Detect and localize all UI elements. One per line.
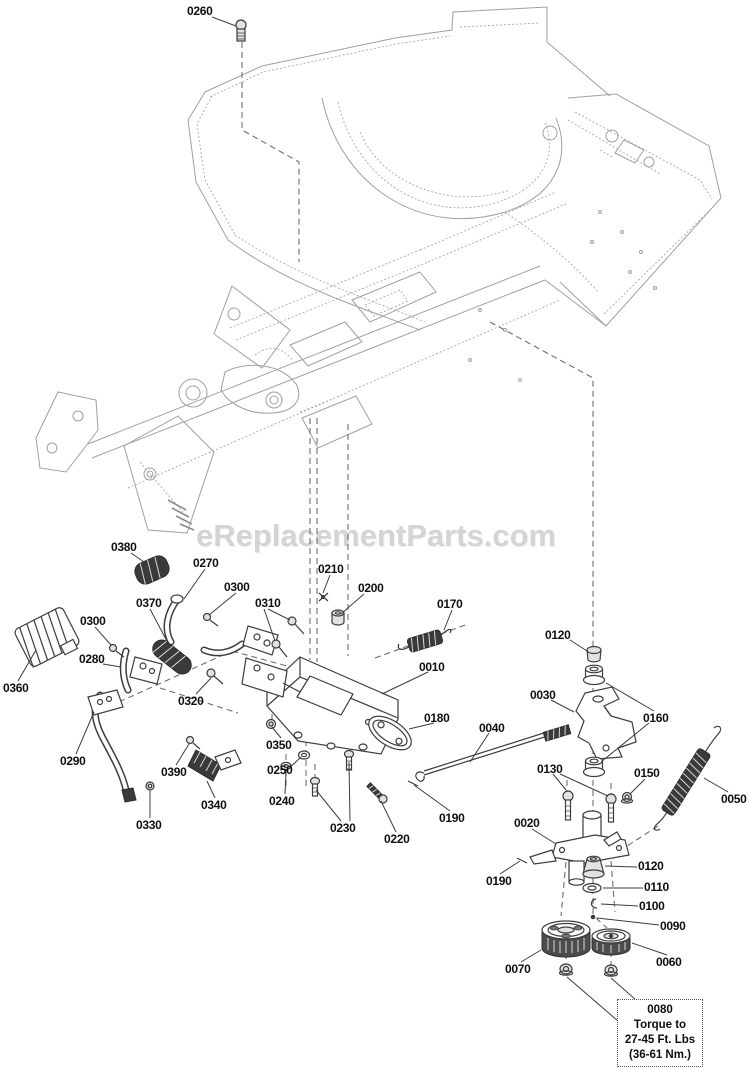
leader-line [340, 593, 365, 615]
leader-line [469, 732, 490, 763]
part-0200-bushing [331, 609, 345, 626]
construction-lines [109, 42, 659, 965]
part-0050-spring [653, 725, 722, 831]
leader-line [284, 771, 287, 795]
leader-line [94, 626, 112, 646]
leader-line [282, 756, 302, 775]
part-0340-bracket [187, 749, 242, 782]
leader-line [559, 773, 609, 797]
part-0190-pins [407, 780, 528, 864]
leader-line [408, 722, 435, 730]
leader-line [17, 649, 37, 682]
leader-line [380, 800, 397, 833]
torque-note-line: Torque to [633, 1019, 687, 1031]
torque-part-number: 0080 [647, 1004, 673, 1016]
leader-line [631, 942, 668, 956]
part-0080-flange-nuts [558, 963, 619, 977]
part-0270-lever [163, 594, 279, 657]
part-0310-screws [271, 616, 305, 658]
leader-line [130, 552, 148, 565]
leader-line [195, 677, 212, 695]
frame-rivet-dots [468, 210, 657, 382]
leader-line [348, 761, 351, 822]
leader-line [703, 777, 729, 793]
torque-note-box: 0080 Torque to 27-45 Ft. Lbs (36-61 Nm.) [617, 999, 703, 1067]
leader-line [183, 568, 206, 600]
part-0150-nut [620, 791, 634, 804]
leader-line [531, 828, 557, 845]
leader-lines-layer [17, 16, 729, 1022]
part-0280-lever [119, 647, 163, 694]
leader-line [208, 592, 237, 616]
part-0330-nut [145, 781, 155, 791]
part-0370-grip [151, 639, 192, 675]
part-0090-pin [590, 914, 596, 920]
part-0040-rod [415, 724, 572, 782]
torque-note-line: 27-45 Ft. Lbs [624, 1034, 696, 1046]
leader-line [75, 711, 95, 755]
leader-line [569, 639, 588, 652]
leader-line [381, 671, 429, 695]
leader-line [175, 743, 190, 766]
leader-line [605, 682, 655, 712]
part-0180-cam-plate [368, 715, 412, 751]
leader-line [566, 976, 619, 1022]
torque-note-line: (36-61 Nm.) [629, 1049, 691, 1061]
leader-line [552, 773, 567, 791]
part-0170-spring [397, 628, 452, 653]
leader-line [600, 722, 650, 763]
part-0130-bolts [562, 790, 617, 823]
part-0230-bolts [309, 749, 355, 797]
leader-line [211, 16, 237, 27]
leader-line [600, 903, 639, 907]
leader-line [149, 608, 170, 646]
part-0020-spindle-bracket [529, 810, 630, 886]
frame-assembly [35, 6, 722, 534]
part-0350-nut [265, 718, 277, 730]
leader-line [520, 949, 542, 963]
part-0010-bracket [241, 656, 399, 755]
part-0120-bushing-bottom [582, 855, 605, 879]
leader-line [550, 699, 575, 713]
leader-line [629, 778, 646, 795]
leader-line [206, 780, 216, 799]
part-0210-cotter-pin [318, 592, 329, 602]
part-0250-washer [297, 750, 311, 760]
part-0060-pulley [591, 928, 631, 956]
part-0220-screw [366, 782, 388, 804]
part-0290-lever [87, 689, 137, 803]
leader-line [413, 784, 451, 812]
leader-line [263, 608, 276, 642]
leader-line [596, 917, 660, 926]
leader-line [271, 726, 282, 739]
part-0110-washer [582, 882, 602, 894]
part-0100-retaining-ring [590, 898, 598, 909]
watermark: eReplacementParts.com [196, 518, 557, 553]
leader-line [315, 789, 342, 822]
part-0160-bushings [582, 664, 606, 778]
leader-line [610, 977, 637, 1001]
leader-line [604, 865, 638, 868]
leader-line [499, 860, 521, 875]
part-0120-cap-top [586, 645, 602, 663]
part-0320-bolt [206, 668, 224, 685]
part-0070-pulley [541, 920, 591, 958]
leader-line [322, 574, 331, 594]
leader-line [102, 663, 122, 668]
part-0300-bolts [108, 612, 219, 658]
leader-line [443, 609, 453, 631]
part-0030-bracket [575, 686, 637, 760]
part-0260-shoulder-bolt [235, 19, 247, 42]
part-0380-knob [134, 555, 170, 586]
part-0360-pedal-pad [14, 607, 80, 668]
leader-line [267, 608, 291, 621]
part-glyphs [14, 19, 722, 977]
part-0390-screw [185, 735, 201, 750]
